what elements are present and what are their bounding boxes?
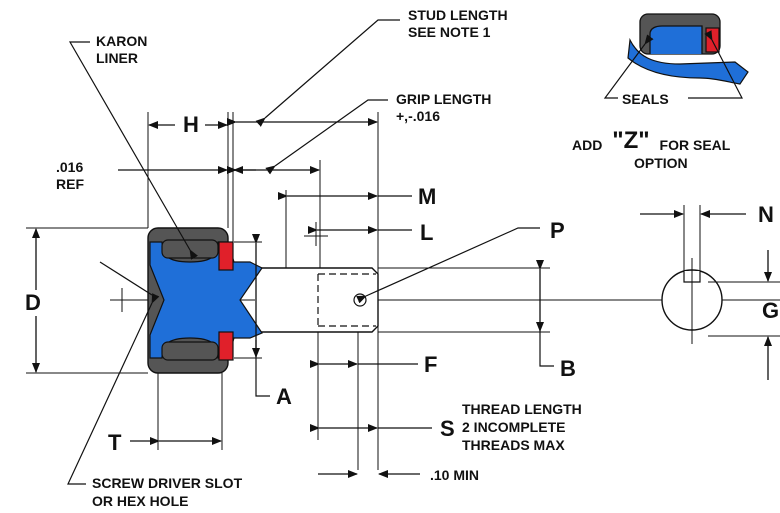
dim-h-label: H [183, 112, 199, 137]
dim-b-label: B [560, 356, 576, 381]
dim-l-label: L [420, 220, 433, 245]
dim-a-label: A [276, 384, 292, 409]
z-option-letter: "Z" [612, 127, 649, 154]
thread-length-line1: THREAD LENGTH [462, 401, 582, 417]
svg-text:ADD "Z" FOR SEAL: ADD "Z" FOR SEAL [572, 127, 731, 154]
grip-length-line1: GRIP LENGTH [396, 91, 491, 107]
z-option-line2: OPTION [634, 155, 688, 171]
seal-detail-blue-body [627, 37, 749, 85]
dim-n-label: N [758, 202, 774, 227]
grip-length-leader [265, 99, 388, 175]
dim-b-leader [539, 331, 554, 367]
screw-slot-leader-top [99, 261, 153, 296]
dim-m-label: M [418, 184, 436, 209]
seal-detail: SEALS [603, 13, 749, 107]
end-view: N G [640, 202, 780, 380]
karon-liner-bottom [161, 341, 219, 361]
lube-hole-p [353, 293, 367, 307]
stud-length-leader [255, 19, 400, 127]
screw-slot-line1: SCREW DRIVER SLOT [92, 475, 243, 491]
seals-label: SEALS [622, 91, 669, 107]
ref-016-line2: REF [56, 176, 84, 192]
min-10-label: .10 MIN [430, 467, 479, 483]
stud-length-line1: STUD LENGTH [408, 7, 508, 23]
dim-d-label: D [25, 290, 41, 315]
karon-liner-line1: KARON [96, 33, 147, 49]
dim-s-label: S [440, 416, 455, 441]
dim-p-label: P [550, 218, 565, 243]
karon-liner-line2: LINER [96, 50, 138, 66]
dim-a-leader [255, 340, 270, 397]
seals-leader-right [688, 30, 743, 99]
thread-length-line2: 2 INCOMPLETE [462, 419, 565, 435]
seals-leader-left [603, 34, 654, 99]
seal-bottom-red [218, 331, 234, 361]
z-option-prefix: ADD [572, 137, 602, 153]
thread-length-line3: THREADS MAX [462, 437, 565, 453]
karon-liner-leader [68, 41, 198, 260]
z-option-suffix: FOR SEAL [660, 137, 731, 153]
dim-p-leader [356, 227, 540, 304]
ref-016-line1: .016 [56, 159, 83, 175]
dim-g-label: G [762, 298, 779, 323]
stud-length-line2: SEE NOTE 1 [408, 24, 491, 40]
dim-f-label: F [424, 352, 437, 377]
dimensions: H STUD LENGTH SEE NOTE 1 GRIP LENGTH +,-… [25, 7, 582, 509]
dim-t-label: T [108, 430, 122, 455]
screw-slot-leader [67, 293, 160, 485]
grip-length-line2: +,-.016 [396, 108, 440, 124]
screw-slot-line2: OR HEX HOLE [92, 493, 188, 509]
seal-top-red [218, 241, 234, 271]
seal-detail-liner-cut [649, 25, 703, 54]
z-option-note: ADD "Z" FOR SEAL OPTION [572, 127, 731, 171]
